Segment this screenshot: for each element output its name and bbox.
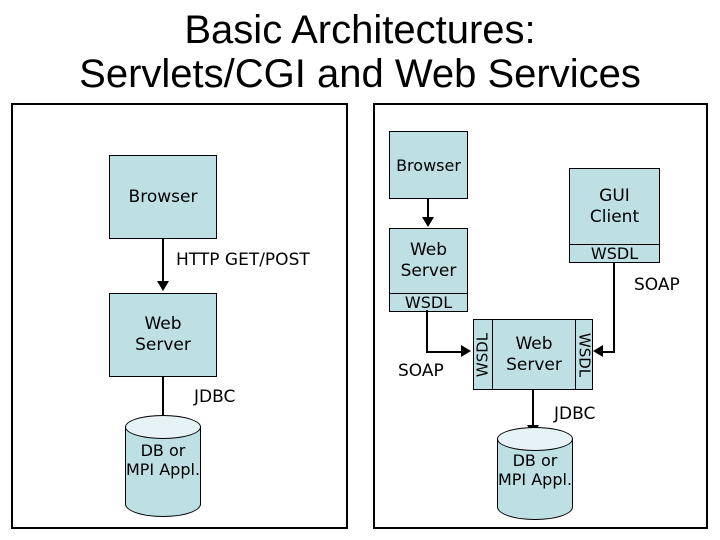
- slide-title: Basic Architectures: Servlets/CGI and We…: [0, 8, 720, 96]
- gui-client-box: GUI Client WSDL: [569, 168, 660, 263]
- top-server-to-hub-vline: [426, 310, 428, 353]
- left-web-server-label-line-1: Web: [144, 314, 182, 334]
- left-db-label-line-1: DB: [140, 441, 164, 460]
- left-browser-box: Browser: [109, 155, 217, 239]
- right-top-web-server-line-2: Server: [400, 261, 457, 281]
- right-db-label-line-1: DB: [512, 451, 536, 470]
- right-browser-label: Browser: [396, 155, 461, 175]
- hub-web-server-line-2: Server: [506, 354, 562, 375]
- right-top-web-server-box: Web Server WSDL: [389, 228, 468, 312]
- gui-to-hub-hline: [603, 351, 615, 353]
- hub-wsdl-right-band: WSDL: [575, 320, 594, 389]
- left-server-to-db-line: [162, 377, 164, 422]
- right-db-label-line-2: or MPI: [497, 451, 558, 489]
- gui-client-wsdl-strip: WSDL: [570, 244, 659, 262]
- right-database-cylinder: DB or MPI Appl.: [497, 427, 573, 520]
- right-browser-box: Browser: [389, 131, 468, 199]
- soap-lower-label: SOAP: [398, 361, 444, 381]
- hub-web-server-line-1: Web: [515, 333, 553, 354]
- left-web-server-label-line-2: Server: [135, 335, 191, 355]
- gui-client-line-1: GUI: [599, 185, 630, 206]
- left-database-cylinder: DB or MPI Appl.: [125, 415, 201, 517]
- right-top-web-server-wsdl-strip: WSDL: [390, 293, 467, 311]
- http-get-post-label: HTTP GET/POST: [176, 250, 310, 270]
- top-server-to-hub-arrowhead-icon: [461, 345, 471, 357]
- right-jdbc-label: JDBC: [554, 404, 596, 424]
- right-database-cylinder-top: [497, 427, 573, 451]
- left-browser-label: Browser: [128, 186, 198, 207]
- gui-to-hub-vline: [613, 263, 615, 353]
- gui-client-main: GUI Client: [570, 169, 659, 244]
- soap-upper-label: SOAP: [634, 275, 680, 295]
- gui-to-hub-arrowhead-icon: [593, 345, 603, 357]
- left-db-label-line-3: Appl.: [159, 460, 201, 479]
- right-db-label-line-3: Appl.: [531, 470, 573, 489]
- right-browser-to-server-arrowhead-icon: [422, 217, 434, 227]
- hub-to-db-line: [532, 390, 534, 427]
- gui-client-line-2: Client: [589, 206, 640, 227]
- left-browser-to-server-line: [162, 239, 164, 283]
- right-database-cylinder-body: [497, 439, 573, 520]
- hub-wsdl-left-label: WSDL: [473, 332, 492, 377]
- left-jdbc-label: JDBC: [194, 387, 236, 407]
- right-browser-to-server-line: [427, 199, 429, 219]
- left-browser-to-server-arrowhead-icon: [157, 281, 169, 291]
- slide-title-line-2: Servlets/CGI and Web Services: [79, 52, 641, 96]
- right-database-label: DB or MPI Appl.: [497, 451, 573, 489]
- hub-web-server-box: WSDL Web Server WSDL: [473, 319, 594, 390]
- left-database-cylinder-top: [125, 415, 201, 439]
- left-db-label-line-2: or MPI: [125, 441, 186, 479]
- left-database-cylinder-body: [125, 427, 201, 517]
- hub-web-server-main: Web Server: [493, 320, 575, 389]
- left-database-label: DB or MPI Appl.: [125, 441, 201, 479]
- right-top-web-server-line-1: Web: [409, 240, 448, 260]
- hub-wsdl-right-label: WSDL: [575, 332, 594, 377]
- right-top-web-server-main: Web Server: [390, 229, 467, 293]
- slide-title-line-1: Basic Architectures:: [184, 8, 536, 52]
- hub-wsdl-left-band: WSDL: [474, 320, 493, 389]
- left-web-server-box: Web Server: [109, 293, 217, 377]
- top-server-to-hub-hline: [426, 351, 463, 353]
